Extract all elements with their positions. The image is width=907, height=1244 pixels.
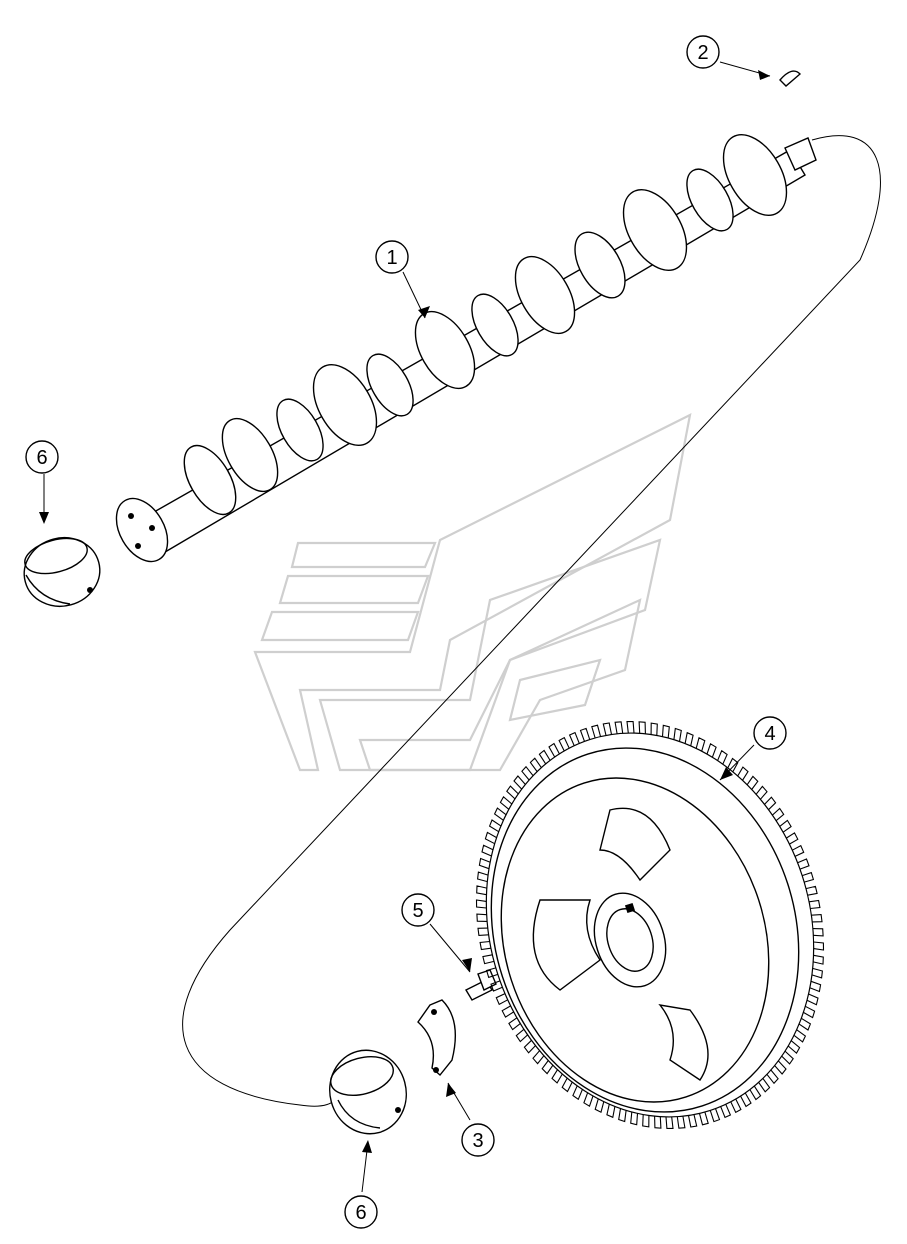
watermark-logo: [253, 413, 692, 772]
svg-text:3: 3: [472, 1130, 483, 1152]
svg-text:5: 5: [412, 900, 423, 922]
camshaft: [115, 134, 817, 563]
callout-6-bottom: 6: [344, 1195, 378, 1229]
svg-text:6: 6: [355, 1202, 366, 1224]
assembly-loop-line: [182, 135, 881, 1107]
svg-text:2: 2: [697, 42, 708, 64]
camshaft-end-flange: [115, 497, 169, 563]
camshaft-gear: [475, 721, 825, 1129]
callout-1: 1: [375, 240, 409, 274]
callout-4: 4: [753, 716, 787, 750]
callout-3: 3: [461, 1123, 495, 1157]
gear-tooth-outline: [475, 721, 825, 1129]
callout-6-top: 6: [25, 440, 59, 474]
leader-lines: [39, 61, 771, 1193]
svg-text:1: 1: [386, 247, 397, 269]
cam-lobes: [183, 134, 788, 516]
callout-5: 5: [401, 893, 435, 927]
svg-text:4: 4: [764, 723, 775, 745]
woodruff-key: [779, 70, 802, 87]
svg-text:6: 6: [36, 447, 47, 469]
bushing-top: [23, 537, 101, 607]
thrust-plate: [417, 999, 457, 1077]
callout-2: 2: [686, 35, 720, 69]
bushing-bottom: [329, 1049, 407, 1135]
